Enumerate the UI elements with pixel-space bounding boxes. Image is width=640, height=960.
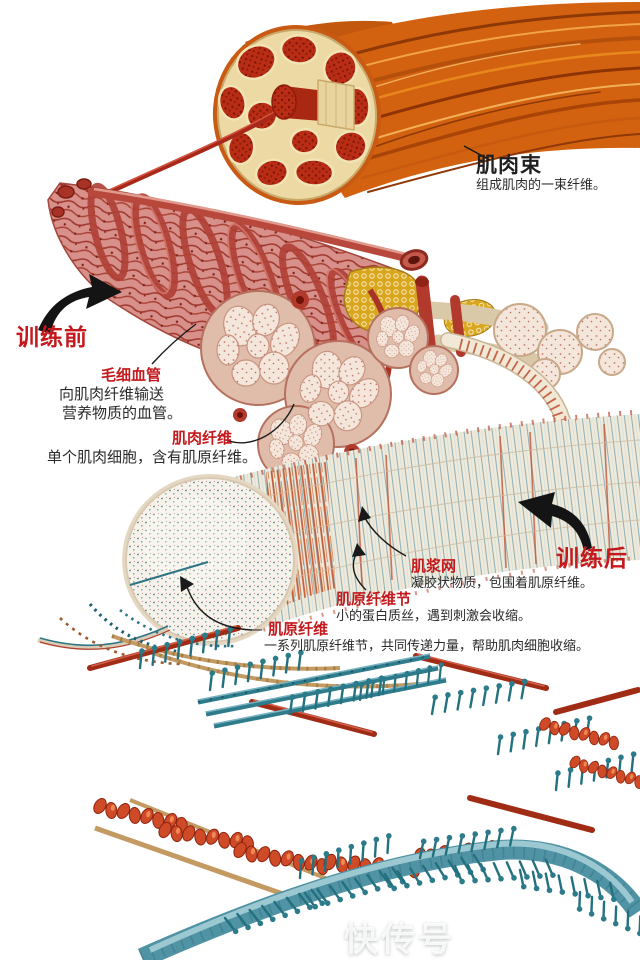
label-capillary: 毛细血管 向肌肉纤维输送 营养物质的血管。 — [59, 366, 182, 422]
arrow-pre-training — [38, 274, 122, 334]
label-muscle-fiber: 肌肉纤维 单个肌肉细胞，含有肌原纤维。 — [47, 429, 257, 467]
myofibril-title: 肌原纤维 — [268, 620, 329, 638]
label-pre-training: 训练前 — [16, 325, 88, 351]
capillary-desc-line2: 营养物质的血管。 — [62, 403, 183, 422]
pointer-capillary — [151, 323, 197, 365]
sarcomere-title: 肌原纤维节 — [336, 590, 412, 608]
sr-desc: 凝胶状物质，包围着肌原纤维。 — [411, 575, 594, 591]
watermark: 快传号 — [344, 920, 455, 960]
pointer-muscle-bundle — [463, 145, 491, 161]
muscle-fiber-desc: 单个肌肉细胞，含有肌原纤维。 — [47, 447, 258, 466]
arrow-post-training — [518, 492, 592, 551]
muscle-bundle-title: 肌肉束 — [476, 153, 542, 177]
fiber-cut-face — [125, 477, 295, 643]
myofibril-filaments — [59, 602, 640, 960]
label-post-training: 训练后 — [556, 546, 628, 572]
label-muscle-bundle: 肌肉束 组成肌肉的一束纤维。 — [476, 152, 606, 195]
muscle-fiber-title: 肌肉纤维 — [172, 429, 233, 447]
myofibril-desc: 一系列肌原纤维节，共同传递力量，帮助肌肉细胞收缩。 — [264, 639, 590, 654]
pointer-lines — [151, 145, 491, 631]
pointer-myofibril — [185, 583, 253, 631]
fascicle-strand — [90, 105, 288, 203]
myosin-thick-filament-tube — [137, 839, 640, 960]
label-sarcoplasmic-reticulum: 肌浆网 凝胶状物质，包围着肌原纤维。 — [411, 557, 593, 592]
label-myofibril: — 肌原纤维 一系列肌原纤维节，共同传递力量，帮助肌肉细胞收缩。 — [248, 619, 589, 655]
myofibril-dash: — — [248, 620, 263, 638]
capillary-title: 毛细血管 — [101, 366, 162, 384]
label-sarcomere: 肌原纤维节 小的蛋白质丝，遇到刺激会收缩。 — [336, 590, 531, 625]
capillary-desc-line1: 向肌肉纤维输送 — [59, 384, 165, 403]
muscle-fiber-cross-sections — [200, 266, 626, 483]
z-line-rods — [87, 625, 640, 833]
magnified-fiber-cylinder — [37, 409, 640, 650]
capillary-tube — [87, 187, 429, 271]
sr-title: 肌浆网 — [411, 557, 457, 575]
pointer-muscle-fiber — [225, 403, 295, 444]
pointer-sarcoplasmic-reticulum — [363, 515, 407, 557]
muscle-bundle-desc: 组成肌肉的一束纤维。 — [476, 178, 607, 194]
pulled-fascicle — [90, 79, 355, 203]
sarcomere-desc: 小的蛋白质丝，遇到刺激会收缩。 — [336, 608, 532, 624]
